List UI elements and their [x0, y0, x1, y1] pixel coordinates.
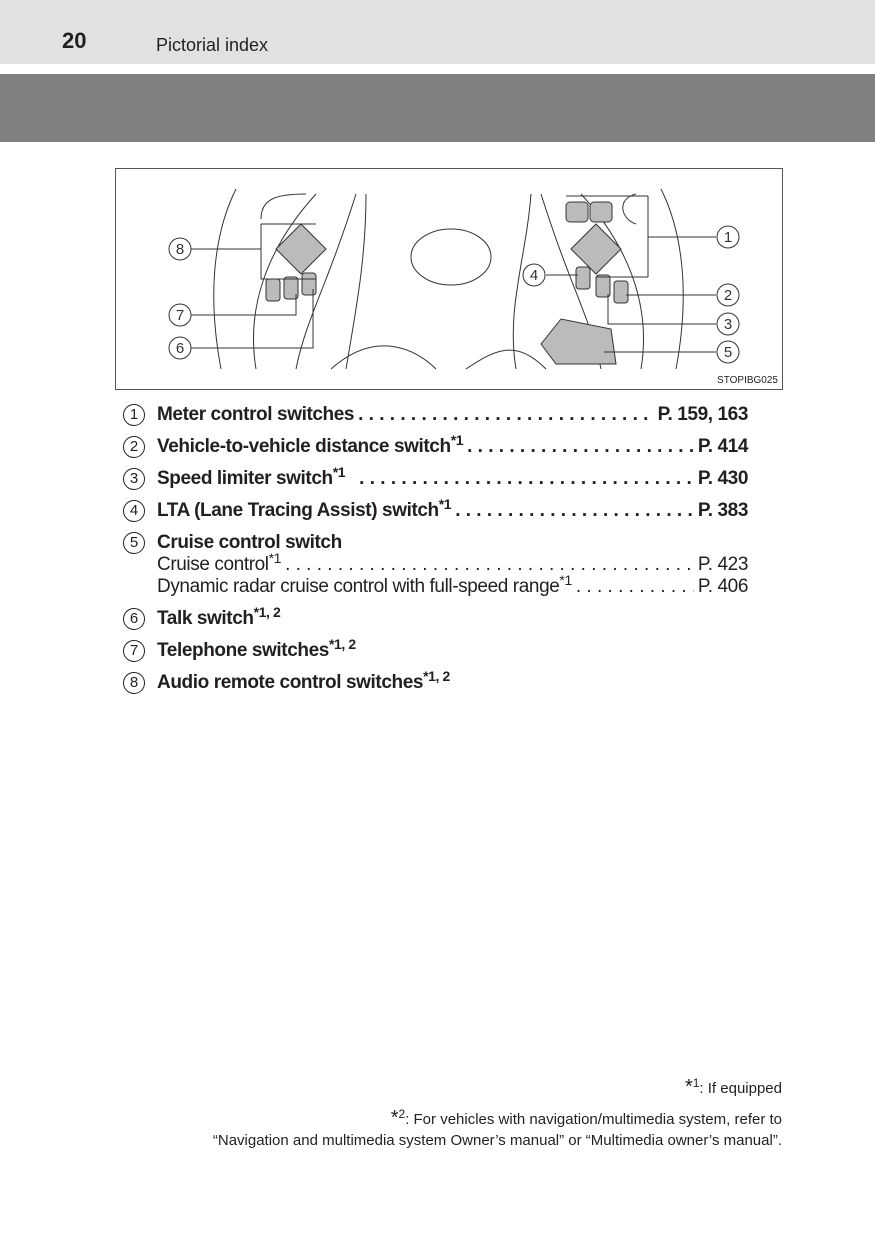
footnote-ref: *1	[450, 432, 464, 448]
distance-button	[613, 280, 629, 304]
speed-limiter-button	[595, 274, 611, 298]
page-number: 20	[62, 28, 87, 53]
item-label: Audio remote control switches	[157, 672, 424, 693]
item-number: 5	[123, 532, 145, 554]
callout-2: 2	[724, 287, 732, 304]
cruise-control-lever	[540, 318, 617, 365]
item-number: 2	[123, 436, 145, 458]
footnote-ref: *1, 2	[423, 668, 450, 684]
footnote-ref: *1	[438, 496, 452, 512]
page-ref[interactable]: P. 383	[697, 500, 748, 521]
page-ref[interactable]: P. 430	[697, 468, 748, 489]
list-item: 5 Cruise control switch Cruise control*1…	[123, 531, 748, 598]
list-item: 3 Speed limiter switch*1 P. 430	[123, 464, 748, 490]
lta-button	[575, 266, 591, 290]
list-item: 7 Telephone switches*1, 2	[123, 636, 748, 662]
callout-7: 7	[176, 307, 184, 324]
item-number: 7	[123, 640, 145, 662]
list-item: 4 LTA (Lane Tracing Assist) switch*1 P. 3…	[123, 496, 748, 522]
sub-item-label: Cruise control	[157, 554, 269, 575]
item-number: 3	[123, 468, 145, 490]
steering-wheel-illustration: 1 2 3 4 5 6 7 8	[168, 188, 740, 370]
item-label: LTA (Lane Tracing Assist) switch	[157, 500, 439, 521]
footnote-1: *1: If equipped	[684, 1076, 782, 1098]
callout-4: 4	[530, 267, 538, 284]
telephone-button	[283, 276, 299, 300]
footnote-ref: *1, 2	[328, 636, 356, 652]
footnote-ref: *1, 2	[253, 604, 281, 620]
list-item: 2 Vehicle-to-vehicle distance switch*1 P.…	[123, 432, 748, 458]
item-label: Vehicle-to-vehicle distance switch	[157, 436, 451, 457]
item-number: 8	[123, 672, 145, 694]
index-list: 1 Meter control switches P. 159, 163 2 Ve…	[123, 403, 748, 703]
page-header: 20 Pictorial index	[0, 0, 875, 64]
item-number: 4	[123, 500, 145, 522]
steering-wheel-figure: 1 2 3 4 5 6 7 8 STOPIBG025	[115, 168, 783, 390]
item-label: Cruise control switch	[157, 532, 342, 553]
sub-item-label: Dynamic radar cruise control with full-s…	[157, 576, 560, 597]
callout-3: 3	[724, 316, 732, 333]
footnote-2: *2: For vehicles with navigation/multime…	[212, 1107, 782, 1149]
footnote-ref: *1	[559, 572, 572, 588]
item-label: Meter control switches	[157, 404, 355, 425]
footnote-ref: *1	[268, 550, 282, 566]
footnote-ref: *1	[332, 464, 346, 480]
item-label: Talk switch	[157, 608, 254, 629]
page-ref[interactable]: P. 159, 163	[657, 404, 749, 425]
talk-button	[301, 272, 317, 296]
callout-8: 8	[176, 241, 184, 258]
horn-pad	[410, 228, 492, 286]
page-ref[interactable]: P. 406	[697, 576, 748, 597]
callout-1: 1	[724, 229, 732, 246]
section-title: Pictorial index	[156, 35, 269, 55]
header-band	[0, 74, 875, 142]
callout-5: 5	[724, 344, 732, 361]
item-label: Speed limiter switch	[157, 468, 333, 489]
page-ref[interactable]: P. 414	[697, 436, 748, 457]
meter-control-pad	[570, 223, 622, 275]
audio-switch-pad	[275, 223, 327, 275]
item-number: 1	[123, 404, 145, 426]
telephone-button	[265, 278, 281, 302]
item-number: 6	[123, 608, 145, 630]
list-item: 8 Audio remote control switches*1, 2	[123, 668, 748, 694]
list-item: 6 Talk switch*1, 2	[123, 604, 748, 630]
back-button	[589, 201, 613, 223]
item-label: Telephone switches	[157, 640, 329, 661]
figure-id: STOPIBG025	[717, 375, 778, 386]
trip-button	[565, 201, 589, 223]
callout-6: 6	[176, 340, 184, 357]
list-item: 1 Meter control switches P. 159, 163	[123, 403, 748, 426]
page-ref[interactable]: P. 423	[697, 554, 748, 575]
